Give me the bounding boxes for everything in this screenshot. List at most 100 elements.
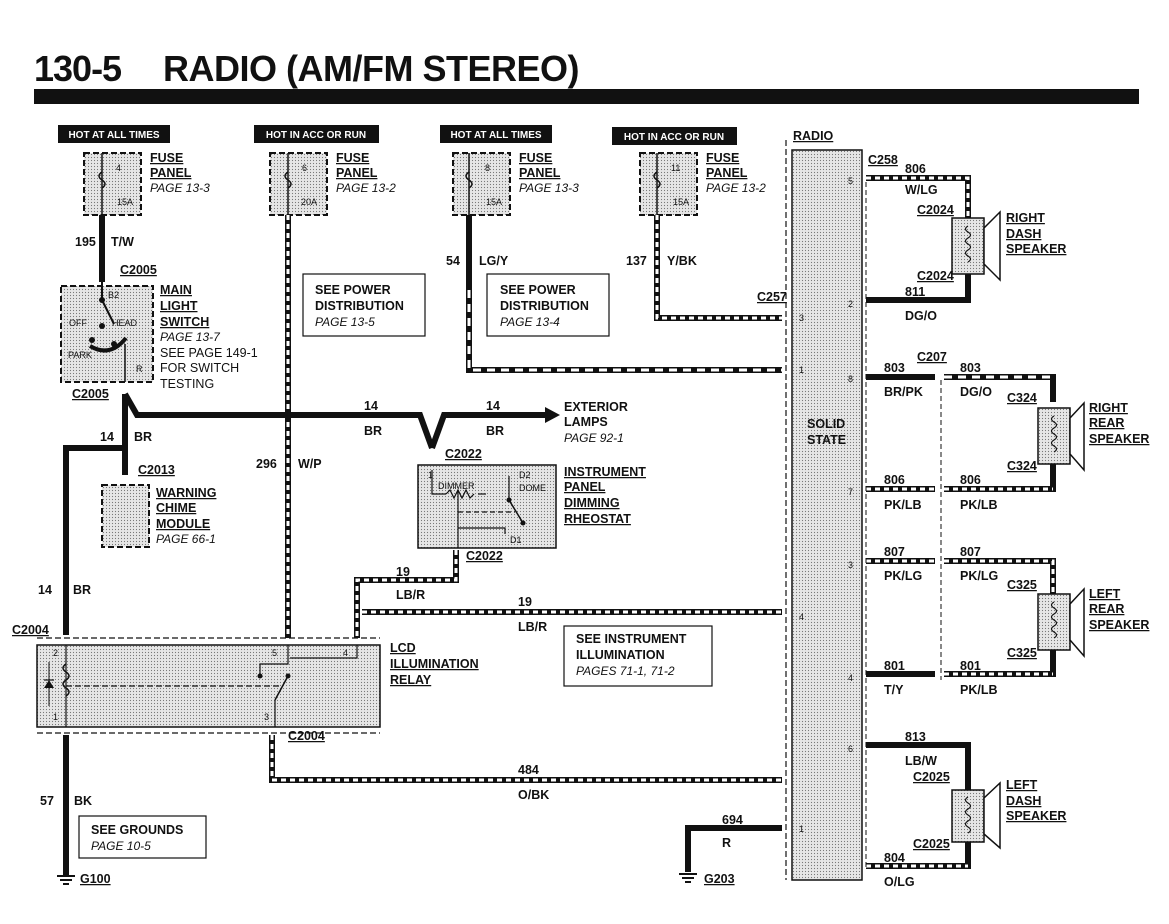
hot-tag-4: HOT IN ACC OR RUN <box>612 127 737 145</box>
svg-text:PAGE 13-3: PAGE 13-3 <box>519 181 579 195</box>
svg-text:PANEL: PANEL <box>564 480 606 494</box>
svg-text:FUSE: FUSE <box>336 151 369 165</box>
svg-text:SEE POWER: SEE POWER <box>315 283 391 297</box>
svg-text:4: 4 <box>116 163 121 173</box>
svg-text:57: 57 <box>40 794 54 808</box>
svg-text:PK/LB: PK/LB <box>960 683 998 697</box>
svg-text:3: 3 <box>799 313 804 323</box>
wire-804: 804 O/LG <box>866 842 971 889</box>
svg-text:BR: BR <box>134 430 152 444</box>
svg-text:7: 7 <box>848 487 853 497</box>
svg-text:5: 5 <box>848 176 853 186</box>
svg-text:EXTERIOR: EXTERIOR <box>564 400 628 414</box>
page-number: 130-5 <box>34 48 122 89</box>
svg-text:15A: 15A <box>673 197 689 207</box>
svg-text:PK/LG: PK/LG <box>884 569 922 583</box>
fuse-8: 8 15A FUSE PANEL PAGE 13-3 <box>452 151 579 216</box>
wire-14: 14 BR 14 BR 14 BR 14 BR <box>38 392 560 635</box>
svg-text:SPEAKER: SPEAKER <box>1006 809 1066 823</box>
svg-text:LEFT: LEFT <box>1006 778 1038 792</box>
svg-text:1: 1 <box>799 824 804 834</box>
svg-text:DISTRIBUTION: DISTRIBUTION <box>315 299 404 313</box>
connector-c257: C257 <box>757 290 787 304</box>
svg-text:811: 811 <box>905 285 925 299</box>
svg-text:801: 801 <box>960 659 981 673</box>
connector-c2025-top: C2025 <box>913 770 950 784</box>
svg-text:1: 1 <box>799 365 804 375</box>
svg-text:DIMMER: DIMMER <box>438 481 475 491</box>
svg-text:DG/O: DG/O <box>905 309 937 323</box>
svg-text:BR: BR <box>486 424 504 438</box>
svg-text:SPEAKER: SPEAKER <box>1089 618 1149 632</box>
svg-text:484: 484 <box>518 763 539 777</box>
svg-text:4: 4 <box>343 648 348 658</box>
svg-text:HOT IN ACC OR RUN: HOT IN ACC OR RUN <box>266 130 366 141</box>
svg-text:PAGE 13-3: PAGE 13-3 <box>150 181 210 195</box>
note-power-distribution-13-5: SEE POWER DISTRIBUTION PAGE 13-5 <box>302 273 426 337</box>
svg-text:PK/LB: PK/LB <box>884 498 922 512</box>
svg-text:FUSE: FUSE <box>519 151 552 165</box>
svg-text:8: 8 <box>485 163 490 173</box>
wire-807: 807 PK/LG 807 PK/LG <box>866 545 1056 594</box>
svg-text:PK/LB: PK/LB <box>960 498 998 512</box>
svg-text:Y/BK: Y/BK <box>667 254 697 268</box>
ground-g100: G100 <box>57 872 111 886</box>
note-grounds: SEE GROUNDS PAGE 10-5 <box>78 815 207 859</box>
svg-text:801: 801 <box>884 659 905 673</box>
svg-text:PAGE 13-4: PAGE 13-4 <box>500 315 560 329</box>
svg-text:SEE INSTRUMENT: SEE INSTRUMENT <box>576 632 687 646</box>
svg-text:O/LG: O/LG <box>884 875 915 889</box>
wire-54: 54 LG/Y <box>446 215 782 373</box>
svg-text:DG/O: DG/O <box>960 385 992 399</box>
svg-text:LG/Y: LG/Y <box>479 254 509 268</box>
svg-text:PAGE 13-2: PAGE 13-2 <box>706 181 766 195</box>
wire-811-dg-o: 811 DG/O <box>866 274 971 323</box>
svg-text:LB/R: LB/R <box>518 620 547 634</box>
svg-text:LB/W: LB/W <box>905 754 937 768</box>
wire-296: 296 W/P <box>256 215 322 638</box>
svg-text:REAR: REAR <box>1089 602 1124 616</box>
svg-text:694: 694 <box>722 813 743 827</box>
svg-text:LB/R: LB/R <box>396 588 425 602</box>
svg-text:2: 2 <box>848 299 853 309</box>
wire-484: 484 O/BK <box>269 735 782 802</box>
svg-text:TESTING: TESTING <box>160 377 214 391</box>
svg-text:2: 2 <box>53 648 58 658</box>
svg-text:ILLUMINATION: ILLUMINATION <box>390 657 479 671</box>
svg-text:T/Y: T/Y <box>884 683 904 697</box>
svg-text:RHEOSTAT: RHEOSTAT <box>564 512 631 526</box>
svg-text:D1: D1 <box>510 535 522 545</box>
svg-text:PAGE 66-1: PAGE 66-1 <box>156 532 216 546</box>
svg-text:W/LG: W/LG <box>905 183 938 197</box>
svg-text:HOT AT ALL TIMES: HOT AT ALL TIMES <box>450 130 541 141</box>
svg-text:804: 804 <box>884 851 905 865</box>
svg-text:RELAY: RELAY <box>390 673 432 687</box>
svg-text:1: 1 <box>428 470 433 480</box>
svg-text:PANEL: PANEL <box>706 166 748 180</box>
svg-text:W/P: W/P <box>298 457 322 471</box>
connector-c2004-top: C2004 <box>12 623 49 637</box>
right-dash-speaker: RIGHT DASH SPEAKER <box>951 210 1066 282</box>
svg-text:15A: 15A <box>117 197 133 207</box>
connector-c2022-top: C2022 <box>445 447 482 461</box>
svg-text:BR: BR <box>73 583 91 597</box>
svg-text:LIGHT: LIGHT <box>160 299 198 313</box>
svg-text:T/W: T/W <box>111 235 134 249</box>
svg-text:B2: B2 <box>108 290 119 300</box>
wire-137: 137 Y/BK <box>626 215 782 321</box>
svg-text:DISTRIBUTION: DISTRIBUTION <box>500 299 589 313</box>
svg-text:4: 4 <box>848 673 853 683</box>
connector-c325-bottom: C325 <box>1007 646 1037 660</box>
svg-text:806: 806 <box>905 162 926 176</box>
instrument-panel-dimming-rheostat: 1 DIMMER D2 DOME D1 INSTRUMENT PANEL DIM… <box>417 464 646 549</box>
connector-c2013: C2013 <box>138 463 175 477</box>
wire-694: 694 R <box>685 813 782 872</box>
svg-text:SEE PAGE 149-1: SEE PAGE 149-1 <box>160 346 258 360</box>
svg-text:BR/PK: BR/PK <box>884 385 923 399</box>
svg-text:806: 806 <box>960 473 981 487</box>
fuse-11: 11 15A FUSE PANEL PAGE 13-2 <box>639 151 766 216</box>
svg-text:803: 803 <box>960 361 981 375</box>
wire-806-w-lg: 806 W/LG <box>866 162 971 218</box>
svg-text:807: 807 <box>960 545 981 559</box>
svg-text:6: 6 <box>848 744 853 754</box>
